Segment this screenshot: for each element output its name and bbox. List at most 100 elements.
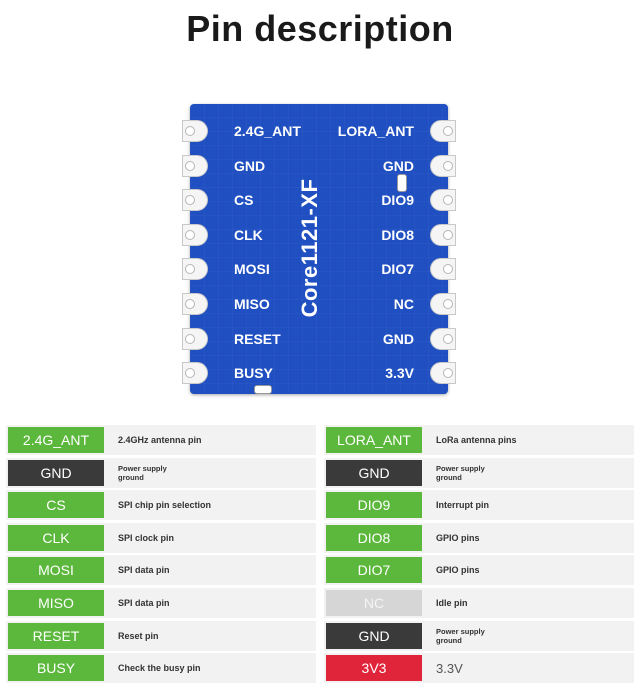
pin-pad-left (182, 293, 208, 315)
pin-label-left: BUSY (234, 365, 273, 382)
pin-badge: DIO8 (326, 524, 422, 551)
pin-hole (185, 368, 195, 379)
pin-hole (185, 333, 195, 344)
pin-pad-right (430, 154, 456, 177)
pin-description: GPIO pins (436, 565, 480, 576)
pin-label-left: RESET (234, 330, 281, 347)
pin-pad-left (182, 223, 208, 246)
pin-entry-left: MISO SPI data pin (6, 588, 316, 618)
pin-entry-left: 2.4G_ANT 2.4GHz antenna pin (6, 425, 316, 455)
pin-entry-left: BUSY Check the busy pin (6, 653, 316, 684)
pin-badge: CLK (8, 524, 104, 551)
pin-label-right: DIO9 (381, 192, 414, 209)
pin-pad-right (430, 327, 456, 350)
pin-hole (443, 195, 453, 206)
pin-description: SPI data pin (118, 598, 170, 608)
pin-label-left: MISO (234, 296, 270, 312)
pin-hole (443, 160, 453, 171)
table-row: 2.4G_ANT 2.4GHz antenna pin LORA_ANT LoRa a… (6, 425, 634, 455)
pin-hole (185, 195, 195, 206)
pin-hole (443, 299, 453, 309)
pin-label-right: DIO7 (381, 261, 414, 278)
pin-pad-left (182, 362, 208, 385)
pin-description: SPI chip pin selection (118, 500, 212, 511)
pin-description: Idle pin (436, 598, 468, 608)
pin-badge: 3V3 (326, 655, 422, 682)
pin-hole (443, 229, 453, 240)
pin-label-right: GND (382, 157, 414, 174)
pin-label-right: 3.3V (385, 365, 414, 382)
page-title: Pin description (186, 8, 454, 49)
pin-badge: NC (326, 590, 422, 616)
pin-hole (443, 264, 453, 275)
pin-entry-right: GND Power supply ground (324, 457, 634, 488)
pin-label-right: DIO8 (381, 226, 414, 243)
pin-label-right: LORA_ANT (337, 123, 414, 139)
pin-hole (185, 299, 195, 309)
table-row: MISO SPI data pin NC Idle pin (6, 588, 634, 618)
pin-pad-right (430, 258, 456, 281)
pin-label-right: NC (393, 296, 414, 312)
pin-label-left: CS (234, 192, 254, 209)
pin-pad-left (182, 189, 208, 212)
table-row: RESET Reset pin GND Power supply ground (6, 620, 634, 651)
pin-pad-left (182, 327, 208, 350)
pin-badge: GND (8, 459, 104, 486)
pin-hole (185, 264, 195, 275)
pin-pad-left (182, 120, 208, 142)
pin-pad-right (430, 120, 456, 142)
pin-pad-right (430, 293, 456, 315)
pin-description: Power supply ground (436, 463, 485, 482)
pin-entry-left: RESET Reset pin (6, 620, 316, 651)
pin-badge: MOSI (8, 557, 104, 584)
pin-pad-right (430, 362, 456, 385)
pin-badge: LORA_ANT (326, 427, 422, 453)
pin-badge: GND (326, 622, 422, 649)
pin-entry-right: GND Power supply ground (324, 620, 634, 651)
pin-hole (185, 160, 195, 171)
pin-description: Reset pin (118, 630, 159, 641)
pin-label-left: MOSI (234, 261, 270, 278)
pin-pad-right (430, 223, 456, 246)
table-row: BUSY Check the busy pin 3V3 3.3V (6, 653, 634, 684)
test-pad (254, 385, 272, 394)
pin-badge: BUSY (8, 655, 104, 682)
pin-entry-left: MOSI SPI data pin (6, 555, 316, 586)
pin-label-left: GND (234, 157, 266, 174)
pin-label-left: 2.4G_ANT (234, 123, 301, 139)
pin-pad-right (430, 189, 456, 212)
chip-name-text: Core1121-XF (297, 178, 322, 318)
pin-badge: GND (326, 459, 422, 486)
pin-badge: 2.4G_ANT (8, 427, 104, 453)
module-board: 2.4G_ANT GND CS CLK MOSI MISO RESET BUSY LORA_AN… (182, 104, 456, 394)
pin-description: 3.3V (436, 660, 463, 676)
pin-entry-right: NC Idle pin (324, 588, 634, 618)
pin-description: Power supply ground (436, 626, 485, 645)
pin-description: Interrupt pin (436, 500, 489, 511)
pin-description: Check the busy pin (118, 663, 201, 674)
pin-pad-left (182, 258, 208, 281)
pin-hole (443, 126, 453, 136)
pin-description: LoRa antenna pins (436, 435, 517, 445)
pin-hole (185, 126, 195, 136)
pin-badge: DIO9 (326, 492, 422, 519)
pin-entry-right: LORA_ANT LoRa antenna pins (324, 425, 634, 455)
pin-pad-left (182, 154, 208, 177)
pin-description: 2.4GHz antenna pin (118, 435, 202, 445)
pin-description: SPI data pin (118, 565, 170, 576)
pin-badge: RESET (8, 622, 104, 649)
pin-entry-right: 3V3 3.3V (324, 653, 634, 684)
pin-badge: MISO (8, 590, 104, 616)
pin-hole (185, 229, 195, 240)
pin-label-right: GND (382, 330, 414, 347)
pin-label-left: CLK (234, 226, 263, 243)
